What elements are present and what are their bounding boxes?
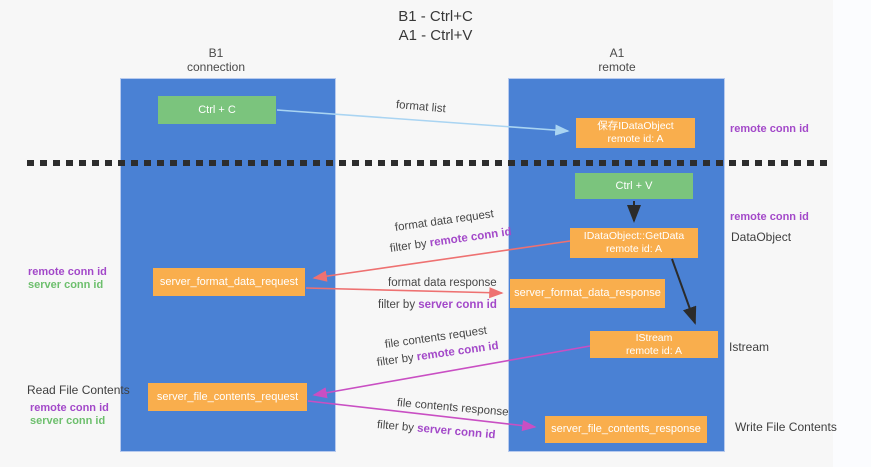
server-conn-id-key: server conn id xyxy=(418,299,497,311)
remote-conn-id-key: remote conn id xyxy=(429,225,513,250)
save-idataobject-node: 保存IDataObject remote id: A xyxy=(576,118,695,148)
remote-conn-id-label-top-right: remote conn id xyxy=(730,123,809,135)
ctrl-c-label: Ctrl + C xyxy=(198,103,236,116)
remote-conn-id-label-left-1: remote conn id xyxy=(28,266,107,278)
format-data-response-edge-label: format data response xyxy=(388,277,497,289)
istream-node: IStream remote id: A xyxy=(590,331,718,358)
filter-by-text: filter by xyxy=(376,351,418,369)
server-format-data-response-label: server_format_data_response xyxy=(514,287,661,299)
format-data-response-filter-label: filter by server conn id xyxy=(378,299,497,311)
lane-a1-subtitle: remote xyxy=(598,60,636,74)
file-contents-response-filter-label: filter by server conn id xyxy=(376,419,495,441)
lane-b1-subtitle: connection xyxy=(186,60,246,74)
save-idataobject-line2: remote id: A xyxy=(607,133,664,145)
read-file-contents-label: Read File Contents xyxy=(27,383,130,397)
istream-line1: IStream xyxy=(635,331,673,344)
server-conn-id-label-left-1: server conn id xyxy=(28,279,104,291)
filter-by-text: filter by xyxy=(389,237,431,255)
filter-by-text: filter by xyxy=(378,299,419,311)
title-line-2: A1 - Ctrl+V xyxy=(398,27,473,44)
save-idataobject-line1: 保存IDataObject xyxy=(597,120,674,132)
remote-conn-id-label-mid-right: remote conn id xyxy=(730,211,809,223)
server-file-contents-response-label: server_file_contents_response xyxy=(551,423,701,435)
server-file-contents-request-label: server_file_contents_request xyxy=(156,390,299,403)
lane-header-b1-connection: B1 connection xyxy=(108,46,324,74)
diagram-title: B1 - Ctrl+C A1 - Ctrl+V xyxy=(0,7,871,45)
ctrl-c-node: Ctrl + C xyxy=(158,96,276,124)
lane-a1-title: A1 xyxy=(609,46,625,60)
file-contents-response-edge-label: file contents response xyxy=(396,397,509,419)
server-format-data-response-node: server_format_data_response xyxy=(510,279,665,308)
filter-by-text: filter by xyxy=(376,419,418,435)
lane-header-a1-remote: A1 remote xyxy=(509,46,725,74)
idataobject-getdata-node: IDataObject::GetData remote id: A xyxy=(570,228,698,258)
dataobject-label: DataObject xyxy=(731,230,792,244)
server-conn-id-key: server conn id xyxy=(416,422,496,442)
ctrl-v-node: Ctrl + V xyxy=(575,173,693,199)
write-file-contents-label: Write File Contents xyxy=(735,420,837,434)
ctrl-v-label: Ctrl + V xyxy=(615,179,653,192)
getdata-line2: remote id: A xyxy=(605,243,663,255)
lane-b1-title: B1 xyxy=(208,46,224,60)
background-strip xyxy=(833,0,871,467)
format-list-edge-label: format list xyxy=(395,99,447,116)
title-line-1: B1 - Ctrl+C xyxy=(398,8,473,25)
istream-line2: remote id: A xyxy=(625,344,683,357)
server-conn-id-label-left-2: server conn id xyxy=(30,415,106,427)
server-format-data-request-node: server_format_data_request xyxy=(153,268,305,296)
server-file-contents-response-node: server_file_contents_response xyxy=(545,416,707,443)
getdata-line1: IDataObject::GetData xyxy=(583,230,685,242)
server-file-contents-request-node: server_file_contents_request xyxy=(148,383,307,411)
remote-conn-id-label-left-2: remote conn id xyxy=(30,402,109,414)
istream-side-label: Istream xyxy=(729,340,770,354)
server-format-data-request-label: server_format_data_request xyxy=(159,275,299,288)
